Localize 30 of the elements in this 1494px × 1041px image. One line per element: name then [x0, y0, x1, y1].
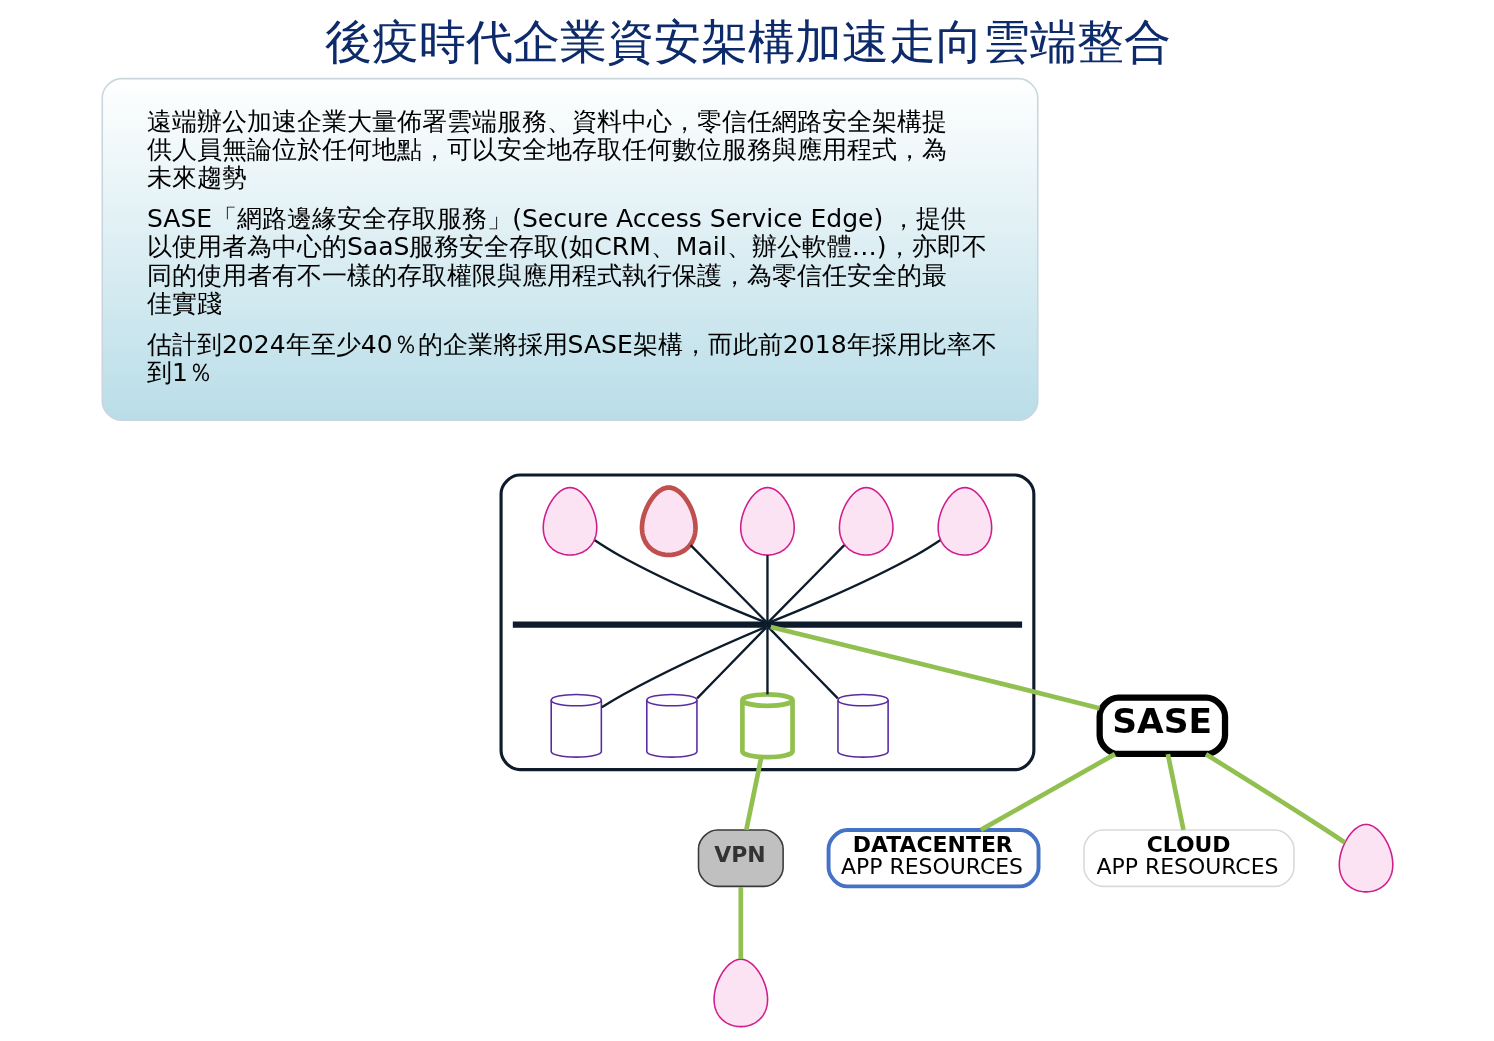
node-box: SASE — [1096, 694, 1228, 758]
connector — [600, 626, 766, 709]
connector — [695, 626, 767, 700]
connector — [743, 756, 764, 831]
connector — [769, 624, 1100, 711]
node-person — [936, 486, 992, 556]
connector — [765, 627, 769, 695]
diagram-title: 後疫時代企業資安架構加速走向雲端整合 — [324, 14, 1171, 70]
connector — [593, 539, 766, 624]
connector — [1204, 752, 1346, 845]
node-bar — [512, 621, 1022, 628]
connector — [737, 887, 743, 960]
connector — [767, 626, 839, 700]
node-person — [542, 486, 598, 556]
connector — [1165, 753, 1186, 831]
connector — [765, 555, 769, 623]
node-person — [1338, 823, 1394, 893]
connector — [768, 539, 941, 624]
node-person — [712, 958, 768, 1028]
node-box: CLOUD APP RESOURCES — [1082, 829, 1295, 888]
connector — [767, 544, 845, 623]
node-box: DATACENTER APP RESOURCES — [826, 828, 1040, 889]
node-box: VPN — [697, 829, 784, 888]
connector — [979, 752, 1116, 832]
node-person — [639, 485, 698, 558]
cluster — [499, 473, 1035, 772]
node-box: 遠端辦公加速企業大量佈署雲端服務、資料中心，零信任網路安全架構提供人員無論位於任何地點，可以安全地存取任何數位服務與應用程式，為未來趨勢 SASE「網路邊緣安全存取服務」(Secure Access Service Edge) ，提供以使用者為中心的SaaS服務安全存取(如CRM、Mail、辦公軟體…)，亦即不同的使用者有不一樣的存取權限與應用程式執行保護，為零信任安全的最佳實踐 估計到2024年至少40％的企業將採用SASE架構，而此前2018年採用比率不到1％ — [101, 77, 1039, 421]
connector — [689, 544, 767, 623]
node-person — [838, 486, 894, 556]
node-person — [739, 486, 795, 556]
